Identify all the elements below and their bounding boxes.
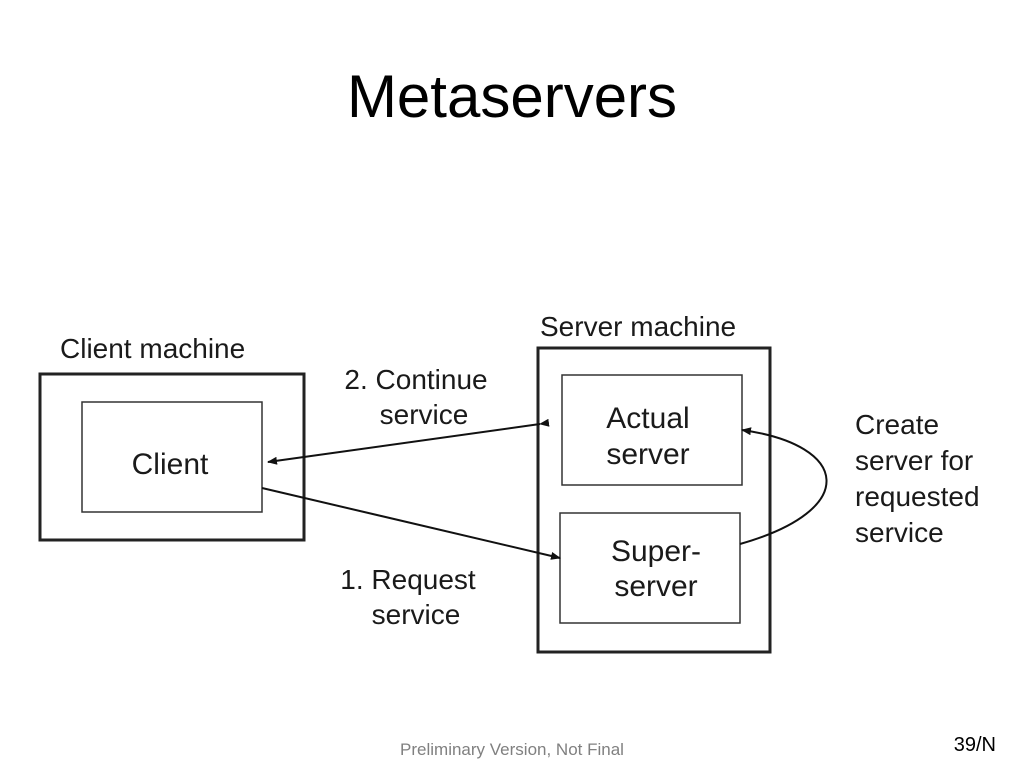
footer-note: Preliminary Version, Not Final xyxy=(400,740,624,759)
slide-title: Metaservers xyxy=(346,63,678,130)
client-machine-label: Client machine xyxy=(60,333,245,364)
continue-service-label-line1: 2. Continue xyxy=(344,364,487,395)
page-number: 39/N xyxy=(953,734,996,756)
create-server-label-line3: requested xyxy=(855,481,980,512)
actual-server-label-line2: server xyxy=(606,438,689,471)
superserver-box xyxy=(559,512,741,624)
superserver-label-line2: server xyxy=(614,570,697,603)
request-service-label-line2: service xyxy=(372,599,461,630)
server-machine-box xyxy=(536,346,772,654)
continue-service-label-line2: service xyxy=(380,399,469,430)
create-server-label-line2: server for xyxy=(855,445,973,476)
actual-server-label-line1: Actual xyxy=(606,402,689,435)
create-server-label-line1: Create xyxy=(855,409,939,440)
request-service-arrow xyxy=(261,487,561,560)
continue-service-arrow xyxy=(267,418,550,465)
request-service-label-line1: 1. Request xyxy=(340,564,476,595)
client-label: Client xyxy=(132,448,209,481)
client-box xyxy=(81,401,263,513)
create-server-label-line4: service xyxy=(855,517,944,548)
superserver-label-line1: Super- xyxy=(611,535,701,568)
create-server-arrow xyxy=(739,427,828,545)
server-machine-label: Server machine xyxy=(540,311,736,342)
